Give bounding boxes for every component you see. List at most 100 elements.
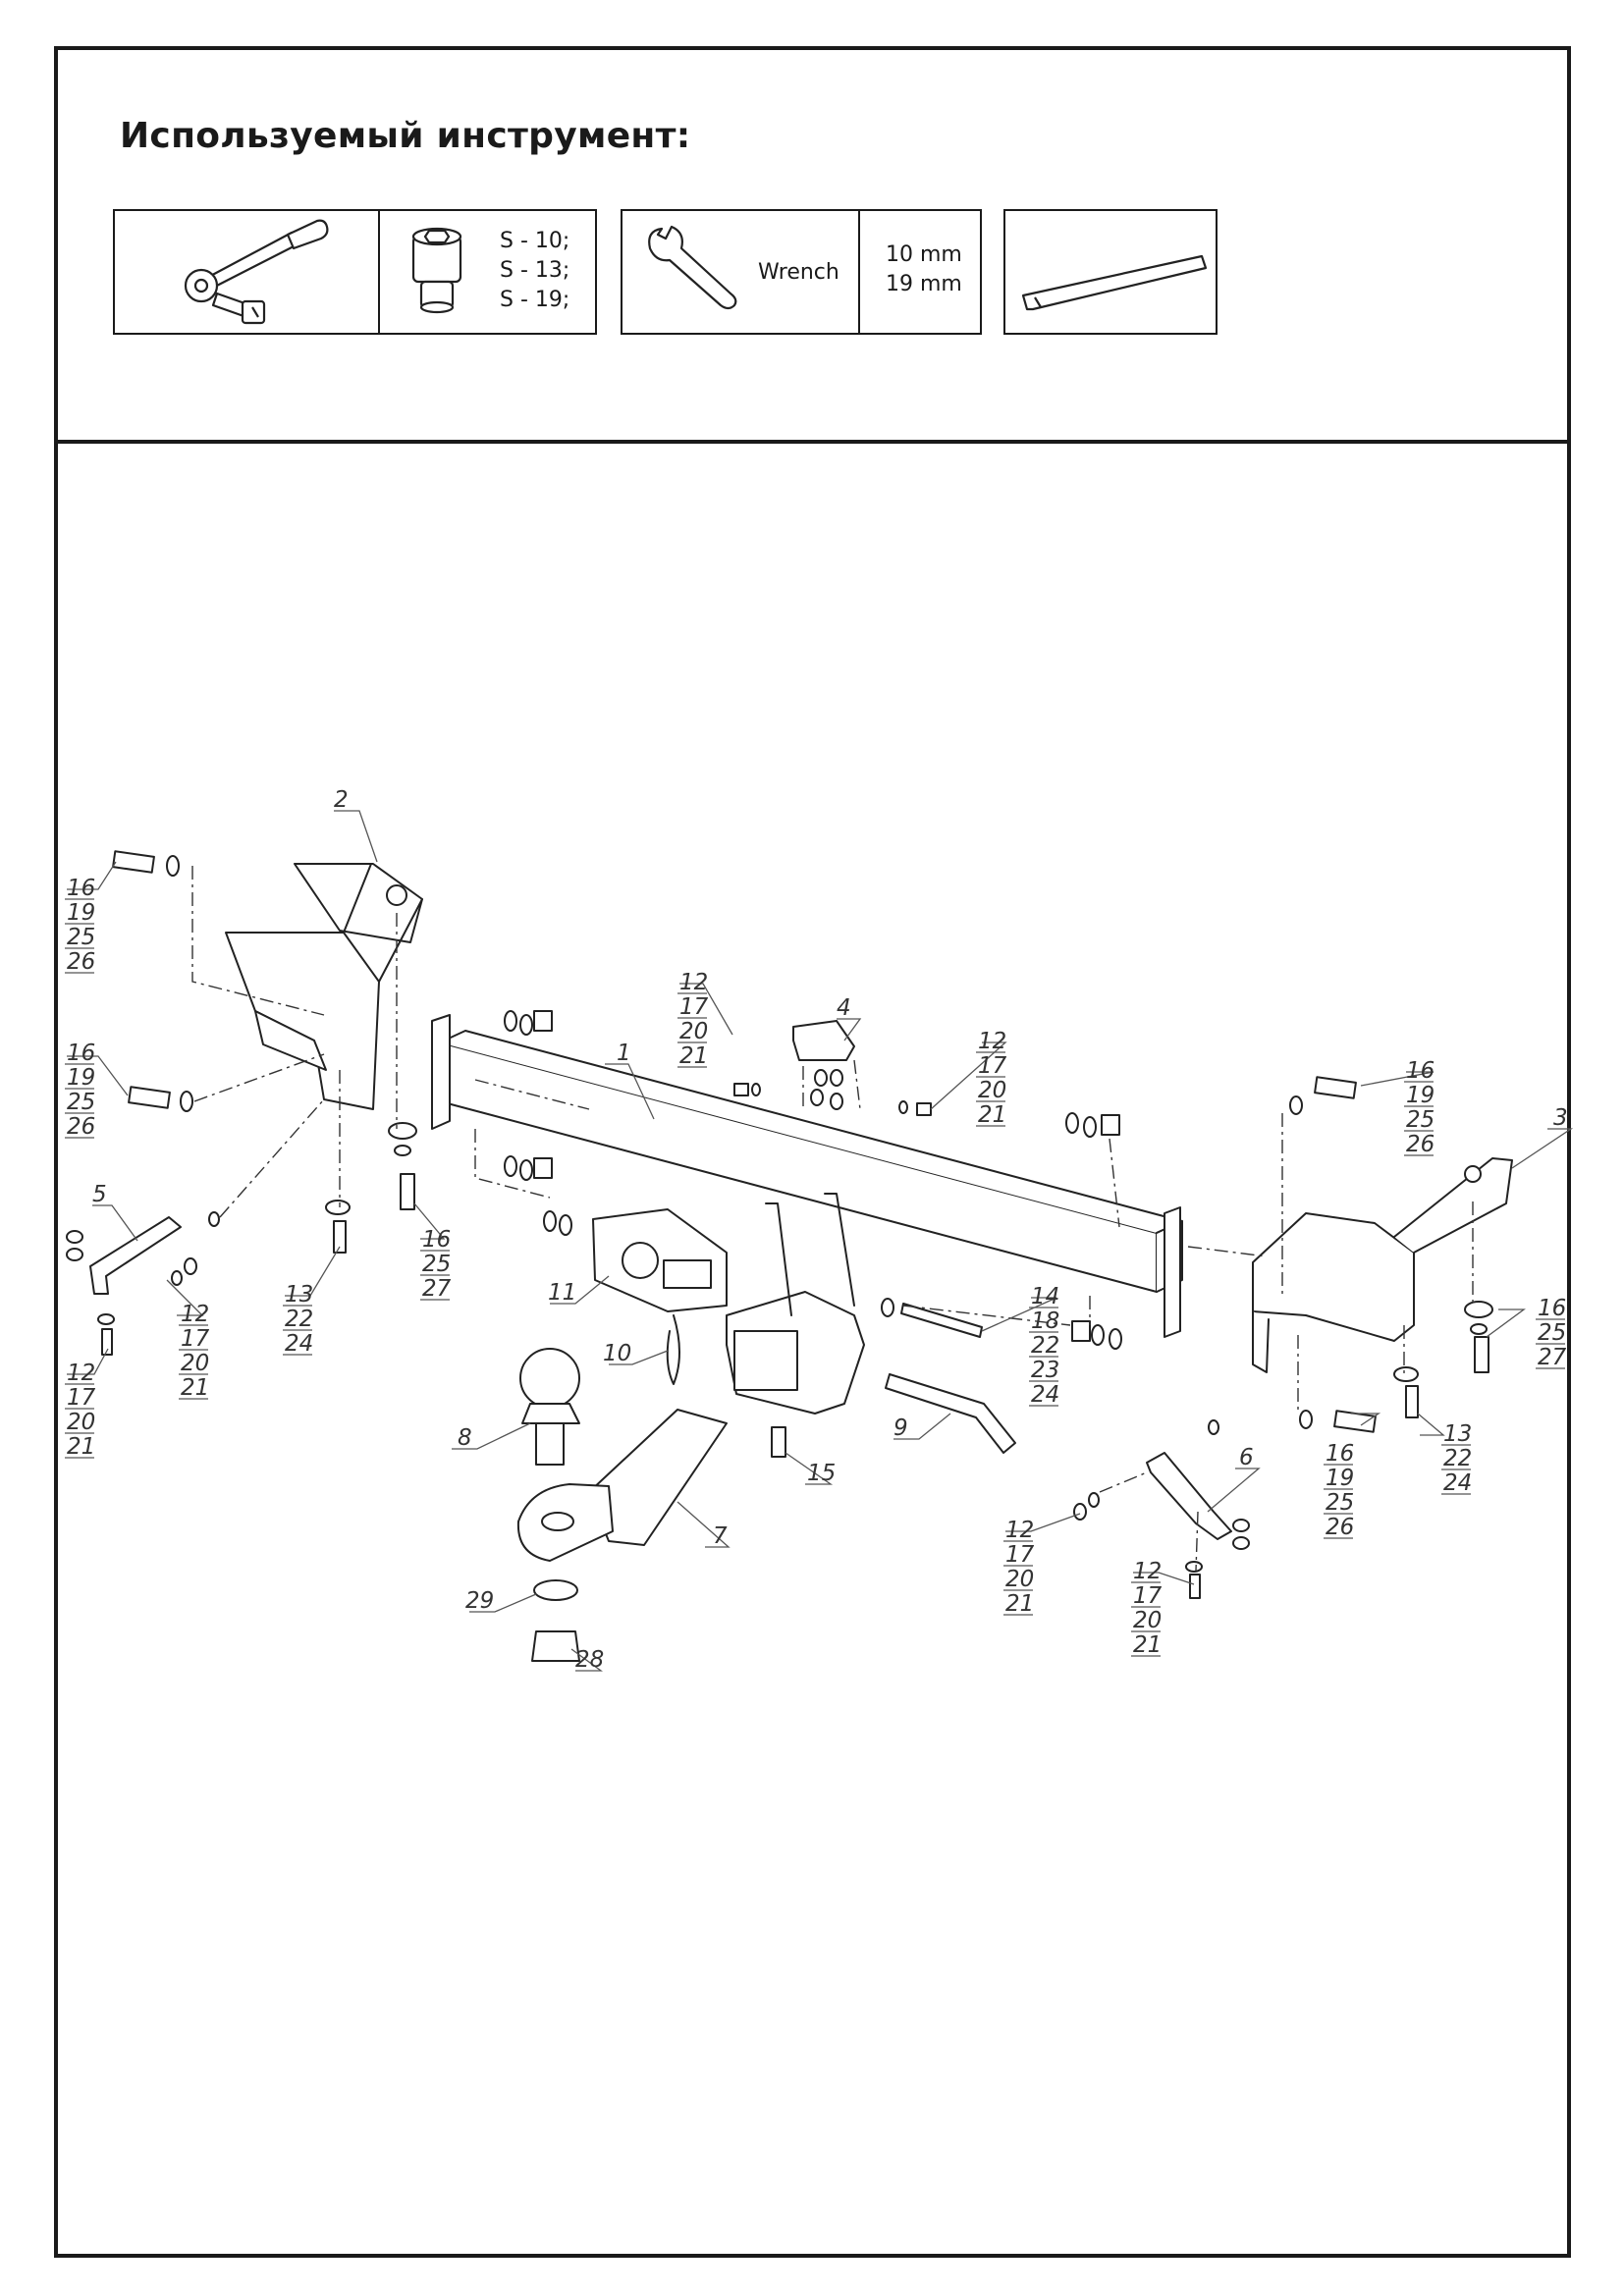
fastener-callout-stacks: 1619252616192526121720211217202116192526… — [65, 876, 1567, 1658]
callout-s-14-2: 22 — [1031, 1333, 1059, 1359]
fasteners — [101, 850, 1489, 1599]
locking-pin — [885, 1373, 1016, 1454]
callout-s-4b-3: 21 — [978, 1102, 1006, 1128]
ratchet-icon — [184, 219, 329, 325]
callout-s-5a-0: 12 — [181, 1302, 209, 1327]
alignment-lines — [191, 866, 1474, 1572]
bolt-15 — [771, 1426, 786, 1458]
callout-s-6b-2: 20 — [1133, 1608, 1162, 1633]
callout-s-14-3: 23 — [1031, 1358, 1059, 1383]
callout-s-l1-2: 25 — [67, 925, 95, 950]
ratchet-socket-toolbox: S - 10; S - 13; S - 19; — [113, 209, 597, 335]
washers-nuts — [66, 855, 1493, 1573]
wrench-size-19: 19 mm — [886, 272, 962, 296]
callout-s-4b-2: 20 — [978, 1078, 1006, 1103]
callout-2: 2 — [334, 787, 349, 813]
page-frame — [54, 46, 1571, 2258]
callout-3: 3 — [1553, 1105, 1568, 1131]
pry-bar-toolbox — [1003, 209, 1218, 335]
left-support-5 — [89, 1216, 182, 1295]
small-bracket-4 — [792, 1020, 855, 1061]
callout-s-l1-1: 19 — [67, 900, 95, 926]
callout-s-6a-2: 20 — [1005, 1567, 1034, 1592]
callout-s-14-4: 24 — [1031, 1382, 1059, 1408]
callout-s-5b-1: 17 — [67, 1385, 96, 1411]
electrical-socket-plate — [592, 1208, 728, 1312]
callout-7: 7 — [713, 1523, 728, 1549]
wrench-cell: Wrench — [623, 211, 858, 333]
callout-4: 4 — [837, 995, 851, 1021]
callout-s-l2-0: 16 — [67, 1041, 95, 1066]
callout-s-4b-1: 17 — [978, 1053, 1007, 1079]
callout-s-r1-1: 19 — [1406, 1083, 1435, 1108]
callout-s-r2-3: 26 — [1326, 1515, 1354, 1540]
header-divider — [54, 440, 1571, 444]
callout-s-6b-3: 21 — [1133, 1632, 1162, 1658]
callout-s-16r-1: 25 — [1538, 1320, 1566, 1346]
socket-sizes-list: S - 10; S - 13; S - 19; — [500, 227, 569, 315]
socket-cell: S - 10; S - 13; S - 19; — [378, 211, 595, 333]
callout-s-4a-3: 21 — [679, 1043, 708, 1069]
callout-29: 29 — [465, 1588, 494, 1614]
tow-ball-part — [519, 1348, 580, 1466]
callout-s-14-0: 14 — [1031, 1284, 1059, 1309]
ratchet-cell — [115, 211, 378, 333]
wrench-icon — [648, 225, 737, 310]
callout-10: 10 — [603, 1341, 631, 1366]
callout-s-r2-2: 25 — [1326, 1490, 1354, 1516]
callout-s-r2-1: 19 — [1326, 1466, 1354, 1491]
right-support-6 — [1146, 1452, 1232, 1540]
callout-8: 8 — [458, 1425, 472, 1451]
left-bracket-part — [225, 863, 423, 1110]
callout-s-5b-2: 20 — [67, 1410, 95, 1435]
pry-bar-icon — [1021, 254, 1208, 311]
callout-s-r1-0: 16 — [1406, 1058, 1435, 1084]
hairpin-clip — [666, 1314, 680, 1385]
socket-size-19: S - 19; — [500, 288, 570, 312]
callout-s-r1-2: 25 — [1406, 1107, 1435, 1133]
wrench-sizes-cell: 10 mm 19 mm — [858, 211, 980, 333]
callout-s-5a-1: 17 — [181, 1326, 210, 1352]
nut-28 — [531, 1630, 580, 1662]
callout-s-4a-0: 12 — [679, 970, 708, 995]
callout-s-6b-0: 12 — [1133, 1559, 1162, 1584]
callout-5: 5 — [92, 1182, 107, 1207]
callout-s-4a-2: 20 — [679, 1019, 708, 1044]
callout-s-6a-0: 12 — [1005, 1518, 1034, 1543]
callout-s-13r-1: 22 — [1443, 1446, 1472, 1471]
wrench-sizes-list: 10 mm 19 mm — [886, 240, 962, 299]
callout-s-16r-0: 16 — [1538, 1296, 1566, 1321]
tools-title: Используемый инструмент: — [120, 116, 691, 156]
callout-s-16r-2: 27 — [1538, 1345, 1567, 1370]
wrench-toolbox: Wrench 10 mm 19 mm — [621, 209, 982, 335]
callout-s-5b-3: 21 — [67, 1434, 95, 1460]
part-callouts: 2 1 4 3 5 6 7 8 9 10 11 15 28 29 — [92, 787, 1568, 1673]
callout-s-l2-2: 25 — [67, 1090, 95, 1115]
callout-s-5a-2: 20 — [181, 1351, 209, 1376]
main-crossbar-part — [431, 1014, 1183, 1338]
callout-s-16l-0: 16 — [422, 1227, 451, 1253]
socket-size-13: S - 13; — [500, 258, 570, 283]
callout-s-l2-3: 26 — [67, 1114, 95, 1140]
callout-s-l1-3: 26 — [67, 949, 95, 975]
callout-s-16l-1: 25 — [422, 1252, 451, 1277]
callout-s-r2-0: 16 — [1326, 1441, 1354, 1467]
callout-s-4b-0: 12 — [978, 1029, 1006, 1054]
bolt-14 — [900, 1303, 983, 1338]
callout-s-16l-2: 27 — [422, 1276, 452, 1302]
socket-icon — [411, 227, 462, 314]
callout-s-13l-0: 13 — [285, 1282, 313, 1308]
callout-s-r1-3: 26 — [1406, 1132, 1435, 1157]
leader-lines — [67, 810, 1574, 1672]
callout-s-13l-1: 22 — [285, 1307, 313, 1332]
callout-28: 28 — [575, 1647, 604, 1673]
wrench-label: Wrench — [758, 260, 839, 285]
callout-s-13r-2: 24 — [1443, 1470, 1472, 1496]
callout-s-l2-1: 19 — [67, 1065, 95, 1091]
callout-s-5b-0: 12 — [67, 1361, 95, 1386]
socket-size-10: S - 10; — [500, 229, 570, 253]
callout-9: 9 — [893, 1415, 908, 1441]
callout-s-6b-1: 17 — [1133, 1583, 1163, 1609]
callout-6: 6 — [1239, 1445, 1254, 1470]
